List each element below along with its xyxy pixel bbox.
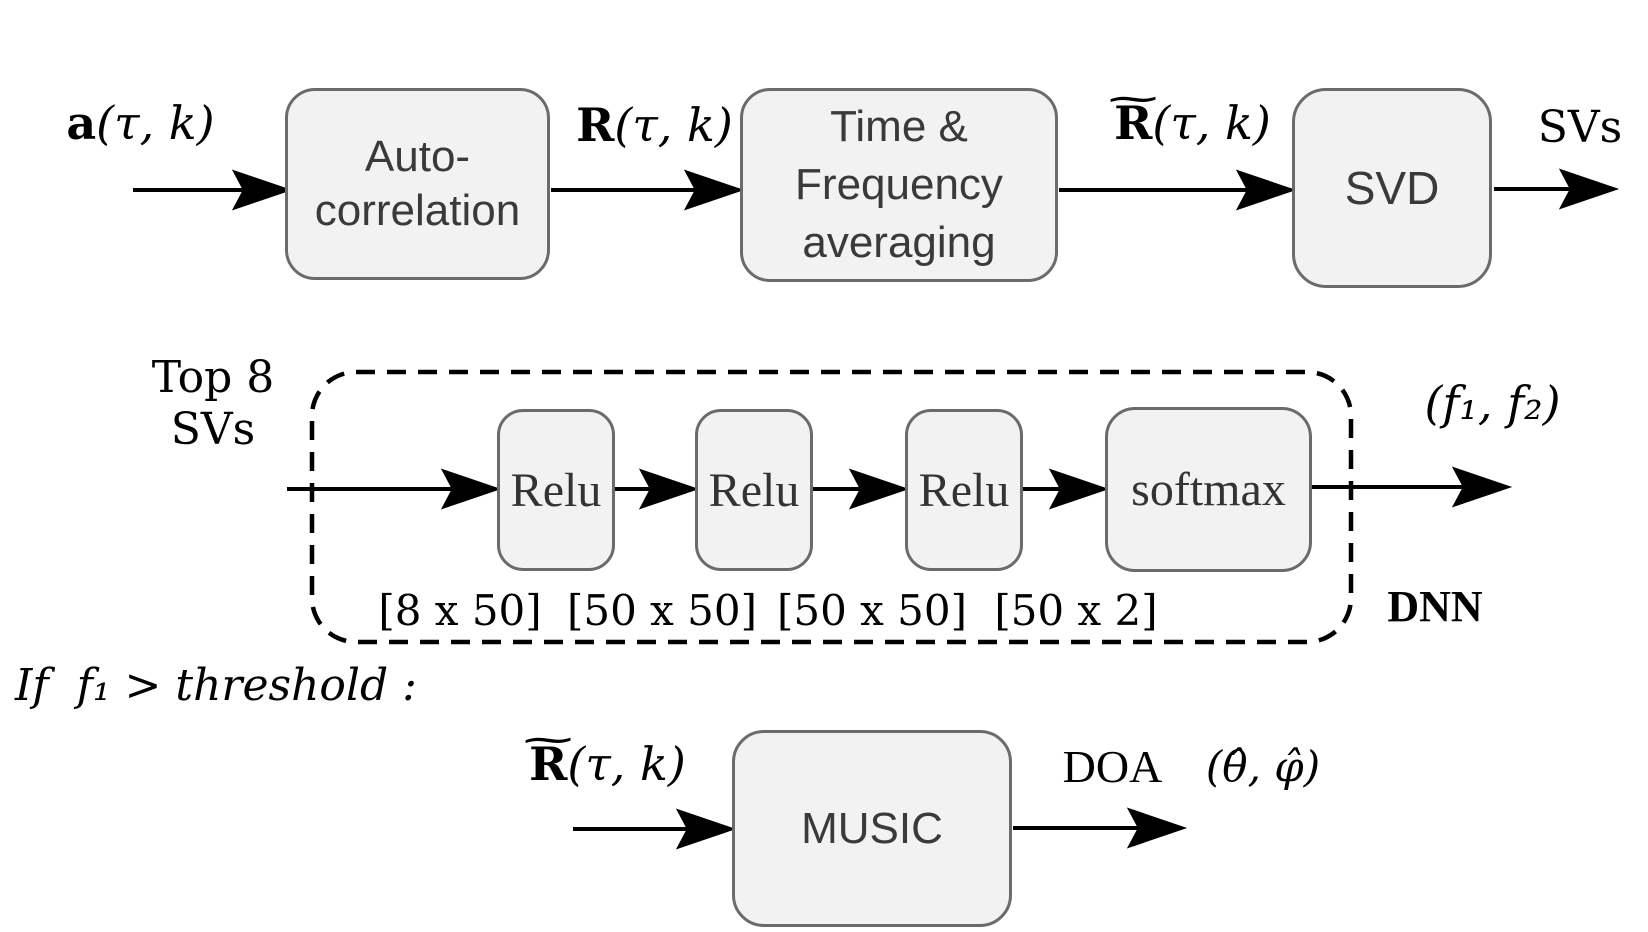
layer1-dimensions-label: [8 x 50] xyxy=(378,586,542,635)
music-input-label: ~R(τ, k) xyxy=(505,723,710,791)
tilde-accent: ~ xyxy=(518,723,579,757)
svd-block: SVD xyxy=(1292,88,1492,288)
timefreq-label-line1: Time & xyxy=(830,102,968,151)
arrow-rtilde-to-music xyxy=(573,808,737,850)
covariance-args: (τ, k) xyxy=(614,98,733,152)
estimated-angles-label: (θ̂, φ̂) xyxy=(1205,742,1321,791)
autocorrelation-block: Auto- correlation xyxy=(285,88,550,280)
layer2-dimensions-label: [50 x 50] xyxy=(566,586,758,635)
timefreq-label-line3: averaging xyxy=(802,218,996,267)
timefreq-label-line2: Frequency xyxy=(795,160,1003,209)
arrow-svs-to-relu1 xyxy=(287,468,502,510)
arrow-music-to-doa xyxy=(1013,807,1188,849)
layer4-dimensions-label: [50 x 2] xyxy=(994,586,1158,635)
relu1-label: Relu xyxy=(510,463,602,517)
covariance-label: R(τ, k) xyxy=(552,98,757,152)
music-label: MUSIC xyxy=(801,803,943,853)
input-signal-label: a(τ, k) xyxy=(38,96,243,150)
time-frequency-averaging-block: Time & Frequency averaging xyxy=(740,88,1058,282)
layer3-dimensions-label: [50 x 50] xyxy=(776,586,968,635)
threshold-condition-label: If f₁ > threshold : xyxy=(15,660,417,711)
dnn-output-label: (f₁, f₂) xyxy=(1424,376,1561,430)
top8-line2: SVs xyxy=(170,404,256,455)
music-input-args: (τ, k) xyxy=(567,737,686,791)
dnn-dashed-box xyxy=(309,369,1354,645)
top8-line1: Top 8 xyxy=(151,352,275,403)
arrow-timefreq-to-svd xyxy=(1059,169,1297,211)
averaged-covariance-base: R xyxy=(1114,96,1153,150)
tilde-accent: ~ xyxy=(1103,82,1164,116)
averaged-covariance-args: (τ, k) xyxy=(1152,96,1271,150)
music-block: MUSIC xyxy=(732,730,1012,927)
autocorrelation-label-line1: Auto- xyxy=(364,132,471,181)
arrow-relu2-to-relu3 xyxy=(813,468,910,510)
doa-output-label: DOA xyxy=(1062,741,1163,792)
arrow-svd-to-svs xyxy=(1494,168,1620,210)
top8-svs-input-label: Top 8 SVs xyxy=(113,352,313,456)
dnn-group-label: DNN xyxy=(1387,582,1483,631)
relu2-label: Relu xyxy=(708,463,800,517)
music-input-base: R xyxy=(529,737,568,791)
relu-layer-1-block: Relu xyxy=(497,409,615,571)
input-signal-args: (τ, k) xyxy=(96,96,215,150)
softmax-label: softmax xyxy=(1131,463,1286,516)
softmax-layer-block: softmax xyxy=(1105,407,1312,572)
arrow-autocorrelation-to-timefreq xyxy=(551,169,745,211)
covariance-base: R xyxy=(576,98,615,152)
arrow-input-to-autocorrelation xyxy=(133,169,293,211)
relu-layer-2-block: Relu xyxy=(695,409,813,571)
svd-label: SVD xyxy=(1344,162,1440,214)
arrow-relu1-to-relu2 xyxy=(615,468,700,510)
input-signal-base: a xyxy=(66,96,97,150)
singular-values-output-label: SVs xyxy=(1537,102,1623,153)
arrow-relu3-to-softmax xyxy=(1023,468,1110,510)
averaged-covariance-label: ~R(τ, k) xyxy=(1090,82,1295,150)
relu-layer-3-block: Relu xyxy=(905,409,1023,571)
autocorrelation-label-line2: correlation xyxy=(314,186,521,235)
relu3-label: Relu xyxy=(918,463,1010,517)
arrow-softmax-to-f1f2 xyxy=(1312,466,1513,508)
